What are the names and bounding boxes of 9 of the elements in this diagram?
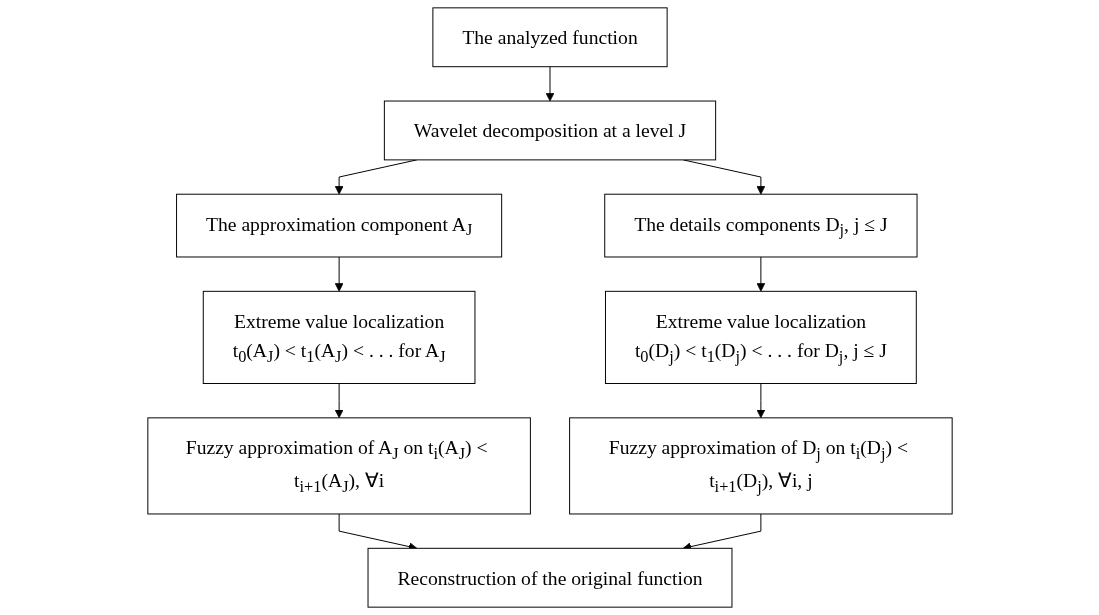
node-box: Reconstruction of the original function: [367, 547, 732, 608]
node-box: The approximation component A$_{J}$: [175, 193, 502, 258]
node-box: Fuzzy approximation of A$_{J}$ on t$_{i}$(A$_{J}$) < t$_{i+1}$(A$_{J}$), ∀i: [146, 417, 531, 515]
node-box: The analyzed function: [431, 7, 668, 68]
node-box: Wavelet decomposition at a level J: [383, 100, 716, 161]
node-box: The details components D$_{j}$, j ≤ J: [603, 193, 917, 258]
node-box: Fuzzy approximation of D$_{j}$ on t$_{i}$(D$_{j}$) < t$_{i+1}$(D$_{j}$), ∀i, j: [568, 417, 953, 515]
node-box: Extreme value localization t$_{0}$(A$_{J}$) < t$_{1}$(A$_{J}$) < . . . for A$_{J}$: [202, 290, 475, 384]
node-box: Extreme value localization t$_{0}$(D$_{j}$) < t$_{1}$(D$_{j}$) < . . . for D$_{j}$, j ≤ J: [604, 290, 917, 384]
